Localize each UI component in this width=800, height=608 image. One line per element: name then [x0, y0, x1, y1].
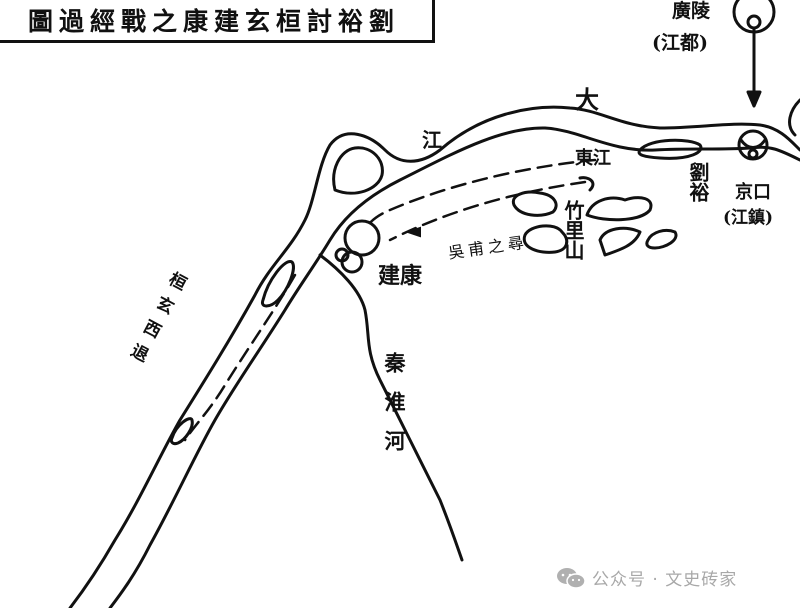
label-guangling: 廣陵	[672, 0, 711, 22]
zhuli-mountain-3	[585, 196, 653, 222]
zhuli-mountain-4	[598, 226, 642, 257]
river-island-sw-1	[260, 260, 295, 308]
label-liu-yu: 劉裕	[686, 162, 710, 202]
zhuli-mountain-2	[522, 224, 569, 254]
yangtze-north-bank	[68, 105, 800, 608]
river-island-east	[637, 138, 703, 160]
watermark-text: 公众号 · 文史砖家	[592, 570, 738, 590]
label-jingkou-modern: (江鎮)	[723, 208, 774, 228]
jiankang-city-marker	[343, 219, 381, 257]
label-great-river-jiang: 江	[422, 128, 442, 152]
liu-yu-route-north	[366, 158, 597, 227]
river-island-sw-2	[169, 417, 194, 446]
label-guangling-modern: (江都)	[652, 32, 708, 54]
wu-route-arrow	[404, 226, 421, 238]
label-qinhuai-river: 秦淮河	[382, 352, 407, 469]
label-jiankang: 建康	[378, 263, 423, 289]
zhuli-mountain-5	[645, 228, 678, 250]
label-fuzhou-jiang: 東江	[575, 148, 611, 169]
label-jingkou: 京口	[735, 182, 771, 203]
watermark: 公众号 · 文史砖家	[556, 565, 737, 590]
yangtze-south-bank	[108, 126, 800, 608]
jingkou-city-marker	[737, 129, 769, 161]
qinhuai-river	[318, 253, 464, 562]
huan-xuan-retreat-route	[183, 273, 297, 442]
wechat-icon	[557, 567, 586, 589]
river-island-west	[332, 146, 384, 195]
label-great-river-da: 大	[575, 85, 599, 114]
liu-yu-route-south	[388, 180, 587, 242]
zhuli-mountain-1	[511, 190, 558, 217]
map-title: 圖過經戰之康建玄桓討裕劉	[0, 0, 435, 43]
label-zhuli-shan: 竹里山	[561, 200, 585, 260]
